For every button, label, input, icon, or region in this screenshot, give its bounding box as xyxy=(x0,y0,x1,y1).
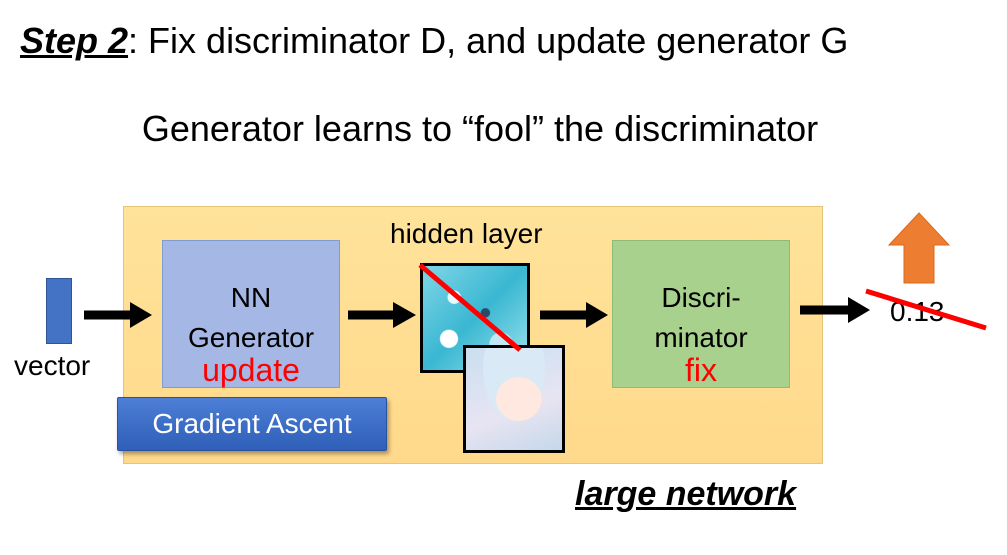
page-title: Step 2: Fix discriminator D, and update … xyxy=(20,20,848,62)
discriminator-line1: Discri- xyxy=(661,282,741,313)
step-label: Step 2 xyxy=(20,20,129,61)
input-vector-bar xyxy=(46,278,72,344)
arrow-discriminator-to-output xyxy=(800,297,870,323)
gradient-ascent-button[interactable]: Gradient Ascent xyxy=(117,397,387,451)
discriminator-line2: minator xyxy=(654,322,748,353)
generator-line2: Generator xyxy=(187,322,315,353)
generator-status: update xyxy=(202,352,300,388)
generator-box: NN Generator update xyxy=(162,240,340,388)
arrow-image-to-discriminator xyxy=(540,302,608,328)
large-network-label: large network xyxy=(575,475,797,513)
hidden-layer-label: hidden layer xyxy=(390,218,543,249)
strike-old-image xyxy=(418,263,522,352)
up-arrow-icon xyxy=(887,212,951,284)
generator-line1: NN xyxy=(230,282,272,313)
arrow-vector-to-generator xyxy=(84,302,152,328)
discriminator-status: fix xyxy=(685,352,717,388)
subtitle: Generator learns to “fool” the discrimin… xyxy=(141,108,819,149)
input-vector-label: vector xyxy=(14,350,91,381)
title-text: : Fix discriminator D, and update genera… xyxy=(128,20,849,61)
strike-output-score xyxy=(865,288,987,331)
discriminator-box: Discri- minator fix xyxy=(612,240,790,388)
arrow-generator-to-image xyxy=(348,302,416,328)
